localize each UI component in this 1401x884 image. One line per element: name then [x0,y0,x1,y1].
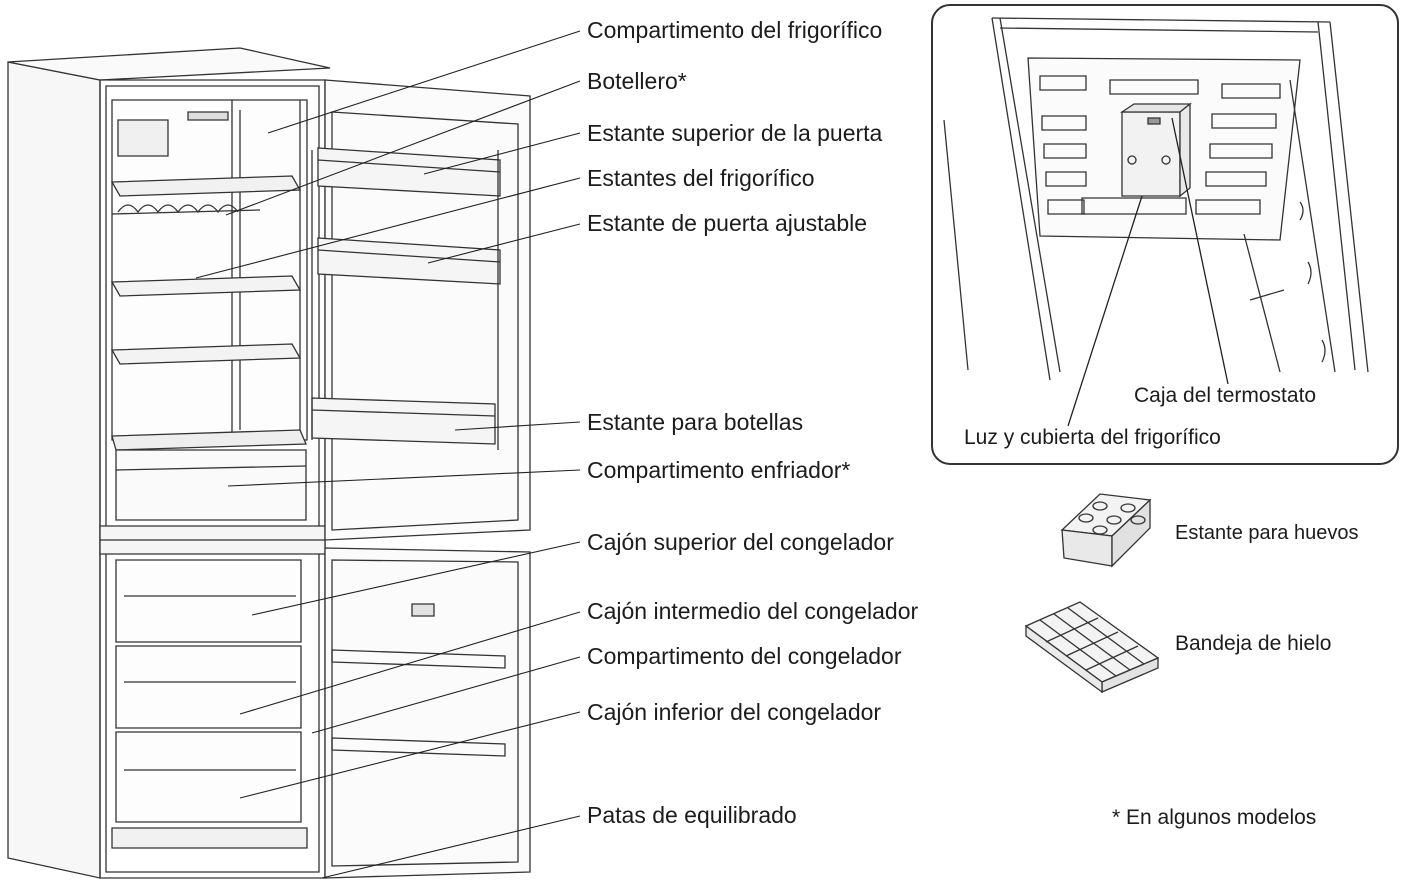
footnote-some-models: * En algunos modelos [1112,806,1317,829]
freezer-door [325,548,530,878]
leader-lines [196,31,580,878]
inset-interior-view [932,5,1398,464]
label-freezer-compartment: Compartimento del congelador [587,643,902,669]
label-bottle-rack: Botellero* [587,68,687,94]
label-light-and-cover: Luz y cubierta del frigorífico [964,426,1221,449]
label-fridge-compartment: Compartimento del frigorífico [587,17,883,43]
ice-tray-illustration [1026,602,1158,692]
label-middle-freezer-drawer: Cajón intermedio del congelador [587,598,919,624]
label-lower-freezer-drawer: Cajón inferior del congelador [587,699,882,725]
label-upper-door-shelf: Estante superior de la puerta [587,120,883,146]
fridge-door [312,80,530,540]
egg-tray-illustration [1062,494,1150,566]
label-ice-tray: Bandeja de hielo [1175,632,1332,655]
label-thermostat-box: Caja del termostato [1134,384,1317,407]
label-chiller-compartment: Compartimento enfriador* [587,457,851,483]
label-bottle-shelf: Estante para botellas [587,409,804,435]
label-leveling-feet: Patas de equilibrado [587,802,797,828]
fridge-cabinet [8,48,330,878]
label-fridge-shelves: Estantes del frigorífico [587,165,815,191]
label-adjustable-door-shelf: Estante de puerta ajustable [587,210,868,236]
label-upper-freezer-drawer: Cajón superior del congelador [587,529,894,555]
label-egg-tray: Estante para huevos [1175,522,1359,544]
